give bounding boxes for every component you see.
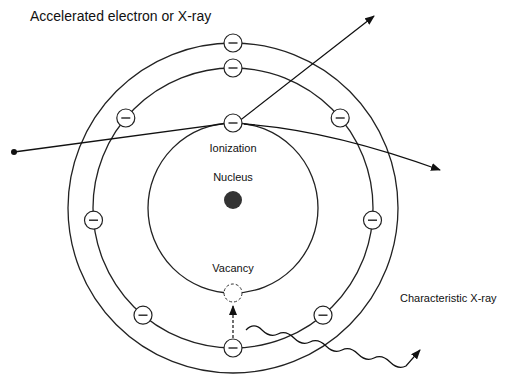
emission-label: Characteristic X-ray: [400, 292, 497, 305]
electron-symbol: [331, 109, 349, 127]
electron-minus: [139, 315, 148, 316]
electron-minus: [89, 219, 98, 220]
electron-minus: [121, 117, 130, 118]
part-label: Nucleus: [213, 171, 253, 184]
electron-symbol: [224, 339, 242, 357]
title-label: Accelerated electron or X-ray: [30, 8, 211, 24]
electron-symbol: [134, 306, 152, 324]
electron-symbol: [364, 211, 382, 229]
nucleus: [224, 191, 242, 209]
electron-symbol: [224, 59, 242, 77]
electron-minus: [229, 347, 238, 348]
part-label: Vacancy: [212, 262, 253, 275]
inner-shell: [148, 123, 318, 293]
electron-symbol: [85, 211, 103, 229]
electron-symbol: [224, 34, 242, 52]
transition-arrow: [232, 306, 233, 338]
electron-symbol: [224, 114, 242, 132]
electron-minus: [368, 219, 377, 220]
ejected-electron-path: [244, 124, 440, 170]
middle-shell: [93, 68, 373, 348]
electron-symbol: [117, 109, 135, 127]
incident-path: [14, 16, 374, 152]
xray-wave: [246, 326, 420, 367]
process-label: Ionization: [209, 142, 256, 155]
electrons: [85, 34, 382, 357]
electron-minus: [229, 67, 238, 68]
vacancy-circle: [224, 284, 242, 302]
electron-minus: [319, 315, 328, 316]
outer-shell: [68, 43, 398, 373]
electron-minus: [229, 122, 238, 123]
electron-symbol: [314, 306, 332, 324]
electron-minus: [336, 117, 345, 118]
electron-minus: [229, 42, 238, 43]
